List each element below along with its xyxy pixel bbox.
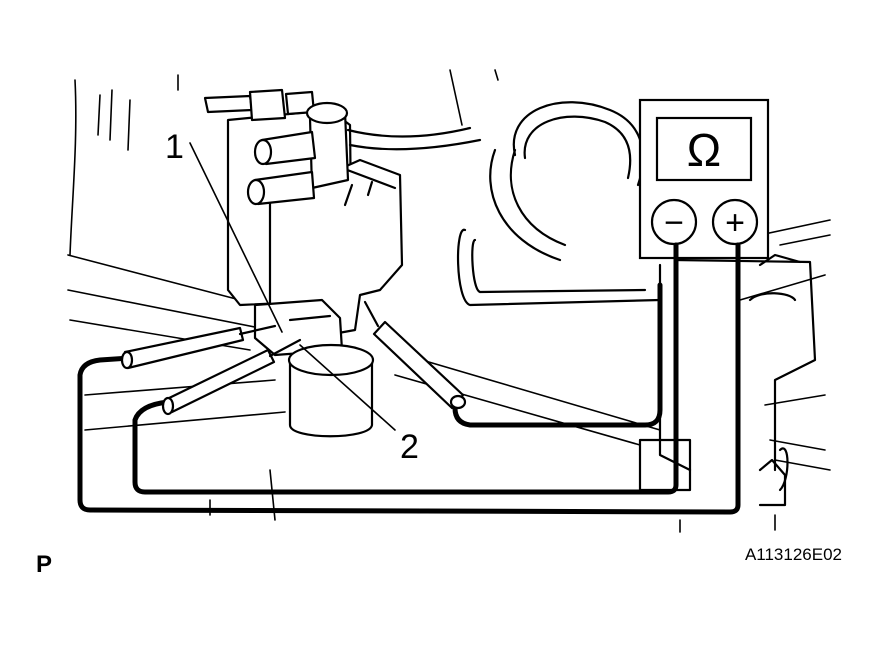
positive-terminal-sign: + [725, 204, 745, 242]
engine-background-lines [67, 69, 831, 533]
hose-loop [489, 101, 645, 262]
figure-id: A113126E02 [745, 545, 842, 564]
ohm-symbol: Ω [687, 124, 721, 176]
body-ground-lead-wire [452, 282, 663, 428]
vsv-valve-assembly [203, 88, 482, 438]
test-leads [77, 242, 741, 515]
positive-lead-wire [77, 242, 741, 515]
ohmmeter: Ω − + [638, 98, 770, 260]
mounting-bracket [456, 228, 662, 307]
negative-lead-wire [132, 242, 679, 495]
negative-terminal-sign: − [664, 204, 684, 242]
callout-2: 2 [400, 428, 419, 466]
callout-1: 1 [165, 128, 184, 166]
right-housing [638, 253, 817, 507]
probes [120, 300, 467, 416]
positive-terminal [711, 198, 759, 246]
callout-leaders [189, 142, 396, 431]
meter-display [655, 116, 753, 182]
view-label: P [36, 551, 52, 578]
